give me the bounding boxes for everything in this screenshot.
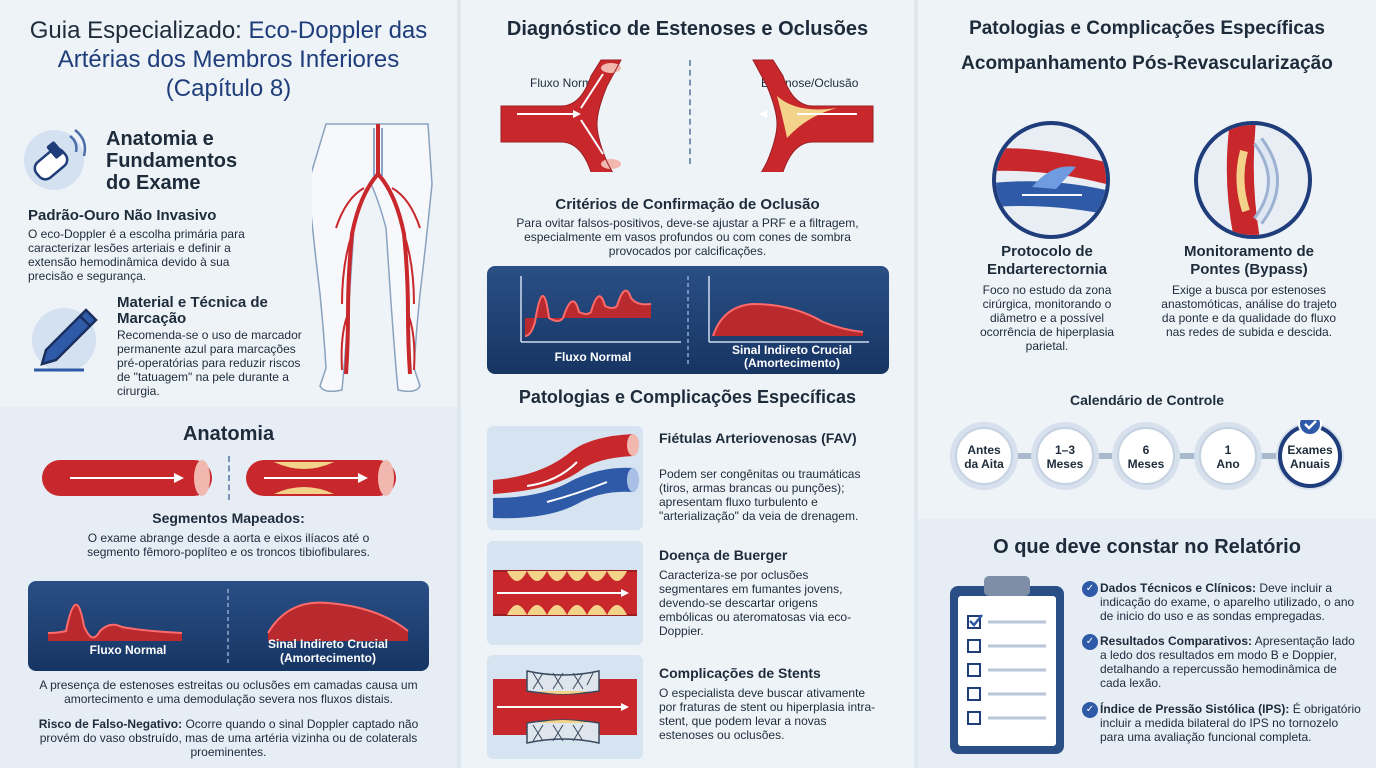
- legs-arteries-illustration: [312, 118, 444, 400]
- check-icon: ✓: [1082, 634, 1098, 650]
- calendar-step-line1: 1–3: [1054, 443, 1076, 457]
- stents-text: O especialista deve buscar ativamente po…: [659, 686, 876, 742]
- column-diagnosis: Diagnóstico de Estenoses e Oclusões Flux…: [461, 0, 914, 768]
- marker-text: Recomenda-se o uso de marcador permanent…: [117, 328, 302, 398]
- fav-text: Podem ser congênitas ou traumáticas (tir…: [659, 467, 861, 523]
- calendar-step-line1: 6: [1142, 443, 1150, 457]
- bypass-text: Exige a busca por estenoses anastomótica…: [1161, 283, 1337, 339]
- false-negative-text: Risco de Falso-Negativo: Ocorre quando o…: [34, 717, 423, 759]
- stents-title: Complicações de Stents: [659, 665, 821, 681]
- bifurcation-normal-illustration: [497, 56, 677, 172]
- flow-normal-label: Fluxo Normal: [530, 76, 602, 90]
- criteria-waveform-indirect-line2: (Amortecimento): [743, 356, 840, 370]
- calendar-step-line1: 1: [1224, 443, 1232, 457]
- report-item: Dados Técnicos e Clínicos: Deve incluir …: [1100, 581, 1364, 623]
- marker-title: Material e Técnica de Marcação: [117, 294, 268, 327]
- calendar-step-line2: Ano: [1216, 457, 1240, 471]
- endarterectomy-title: Protocolo de Endarterectornia: [986, 243, 1108, 278]
- report-item: Índice de Pressão Sistólica (IPS): É obr…: [1100, 702, 1364, 744]
- vessel-stenosis-illustration: [244, 456, 400, 500]
- ultrasound-probe-icon: [20, 120, 100, 200]
- anatomy-title: Anatomia: [182, 423, 275, 445]
- bypass-title: Monitoramento de Pontes (Bypass): [1184, 243, 1314, 278]
- report-item-label: Resultados Comparativos:: [1100, 634, 1253, 648]
- clipboard-icon: [946, 572, 1068, 758]
- column-fundamentals: Guia Especializado: Eco-Doppler das Arté…: [0, 0, 457, 768]
- pathology-title: Patologias e Complicações Específicas: [518, 387, 857, 407]
- waveform-panel: Fluxo Normal Sinal Indireto Crucial (Amo…: [28, 581, 429, 671]
- calendar-step-line1: Antes: [967, 443, 1001, 457]
- buerger-title: Doença de Buerger: [659, 547, 788, 563]
- report-item: Resultados Comparativos: Apresentação la…: [1100, 634, 1364, 690]
- criteria-waveform-indirect-label: Sinal Indireto Crucial (Amortecimento): [707, 344, 877, 370]
- marker-pen-icon: [24, 300, 108, 380]
- vessel-normal-illustration: [40, 456, 216, 500]
- gold-standard-text: O eco-Doppler é a escolha primária para …: [28, 227, 245, 283]
- followup-subtitle: Acompanhamento Pós-Revascularização: [961, 53, 1333, 74]
- endarterectomy-text: Foco no estudo da zona cirúrgica, monito…: [979, 283, 1115, 353]
- report-item-label: Índice de Pressão Sistólica (IPS):: [1100, 702, 1290, 716]
- criteria-waveform-normal-label: Fluxo Normal: [554, 350, 632, 364]
- report-item-text: É obrigatório incluir a medida bilateral…: [1100, 702, 1361, 744]
- waveform-normal-label: Fluxo Normal: [89, 643, 167, 657]
- calendar-step-line2: Anuais: [1289, 457, 1330, 471]
- false-negative-label: Risco de Falso-Negativo:: [38, 717, 183, 731]
- stenosis-text: A presença de estenoses estreitas ou ocl…: [39, 678, 418, 706]
- segments-text: O exame abrange desde a aorta e eixos il…: [87, 531, 370, 559]
- endarterectomy-illustration: [992, 121, 1110, 239]
- buerger-illustration: [487, 541, 643, 645]
- main-title: Guia Especializado: Eco-Doppler das Arté…: [10, 16, 447, 103]
- calendar-step-line2: Meses: [1127, 457, 1165, 471]
- report-item-text: Apresentação lado a ledo dos resultados …: [1100, 634, 1355, 690]
- calendar-step-line2: da Aita: [964, 457, 1004, 471]
- check-icon: ✓: [1082, 702, 1098, 718]
- waveform-indirect-line1: Sinal Indireto Crucial: [267, 637, 389, 651]
- stent-illustration: [487, 655, 643, 759]
- waveform-indirect-line2: (Amortecimento): [279, 651, 376, 665]
- main-title-prefix: Guia Especializado:: [29, 17, 249, 44]
- criteria-title: Critérios de Confirmação de Oclusão: [555, 196, 820, 213]
- fav-title: Fiétulas Arteriovenosas (FAV): [659, 430, 857, 446]
- bypass-illustration: [1194, 121, 1312, 239]
- buerger-text: Caracteriza-se por oclusões segmentares …: [659, 568, 852, 638]
- calendar-step-line1: Exames: [1287, 443, 1333, 457]
- main-title-highlight: Eco-Doppler das Artérias dos Membros Inf…: [57, 17, 428, 102]
- divider: [689, 60, 691, 164]
- false-negative-body: Ocorre quando o sinal Doppler captado nã…: [39, 717, 419, 759]
- waveform-indirect-label: Sinal Indireto Crucial (Amortecimento): [248, 637, 408, 665]
- column-followup: Patologias e Complicações Específicas Ac…: [918, 0, 1376, 768]
- segments-title: Segmentos Mapeados:: [152, 510, 305, 526]
- calendar-step-line2: Meses: [1046, 457, 1084, 471]
- report-title: O que deve constar no Relatório: [993, 536, 1301, 558]
- criteria-waveform-indirect-line1: Sinal Indireto Crucial: [731, 343, 853, 357]
- divider: [228, 456, 230, 500]
- bifurcation-stenosis-illustration: [707, 56, 877, 172]
- gold-standard-title: Padrão-Ouro Não Invasivo: [28, 207, 217, 224]
- check-icon: ✓: [1082, 581, 1098, 597]
- calendar-title: Calendário de Controle: [1069, 392, 1225, 408]
- section-fundamentals-title: Anatomia e Fundamentos do Exame: [106, 128, 238, 194]
- criteria-text: Para ovitar falsos-positivos, deve-se aj…: [516, 216, 859, 258]
- followup-title: Patologias e Complicações Específicas: [969, 18, 1325, 39]
- criteria-waveform-panel: Fluxo Normal Sinal Indireto Crucial (Amo…: [487, 266, 889, 374]
- diagnosis-title: Diagnóstico de Estenoses e Oclusões: [506, 18, 869, 40]
- report-item-label: Dados Técnicos e Clínicos:: [1100, 581, 1257, 595]
- report-item-text: Deve incluir a indicação do exame, o apa…: [1100, 581, 1355, 623]
- fav-illustration: [487, 426, 643, 530]
